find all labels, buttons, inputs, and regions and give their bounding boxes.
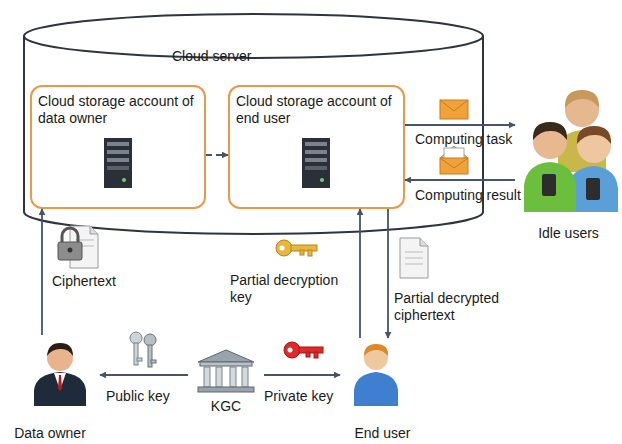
node-label: End user: [320, 425, 445, 442]
node-label: Cloud storage account of data owner: [38, 93, 200, 127]
locked-document-icon: [58, 226, 98, 268]
node-label: Idle users: [495, 225, 622, 242]
server-icon: [302, 138, 330, 188]
cylinder-body: [24, 36, 483, 234]
edge-label: Computing result: [415, 187, 521, 204]
private-key-icon: [284, 342, 323, 358]
flow-arrow: [206, 154, 228, 156]
storage-account-box: Cloud storage account of data owner: [30, 85, 206, 209]
edge-label: Computing task: [415, 131, 512, 148]
flow-arrow: [405, 124, 515, 126]
node-label: Cloud storage account of end user: [236, 93, 398, 127]
end-user-figure: [354, 344, 398, 406]
server-icon: [104, 138, 132, 188]
flow-arrow: [387, 209, 389, 338]
keys-icon: [130, 332, 156, 367]
edge-label: Partial decrypted ciphertext: [394, 290, 514, 324]
open-envelope-icon: [440, 146, 468, 174]
edge-label: Private key: [264, 388, 333, 405]
flow-arrow: [405, 179, 515, 181]
edge-label: Partial decryption key: [230, 272, 358, 306]
data-owner-node: Data owner: [0, 335, 100, 444]
cylinder-top: [24, 14, 483, 58]
idle-users-figure: [524, 90, 618, 212]
node-label: Cloud server: [172, 48, 251, 65]
document-icon: [400, 238, 428, 278]
envelope-icon: [440, 100, 468, 119]
edge-label: Ciphertext: [52, 273, 116, 290]
kgc-building: [198, 350, 254, 392]
idle-users-node: Idle users: [515, 58, 622, 246]
storage-account-box: Cloud storage account of end user: [228, 85, 405, 209]
data-owner-figure: [34, 343, 86, 406]
edge-label: Public key: [106, 388, 170, 405]
key-icon: [276, 240, 317, 256]
node-label: Data owner: [0, 425, 120, 442]
flow-arrow: [359, 209, 361, 338]
flow-arrow: [41, 209, 43, 335]
flow-arrow: [264, 374, 340, 376]
end-user-node: End user: [340, 338, 425, 444]
flow-arrow: [100, 374, 188, 376]
kgc-node: KGC: [188, 345, 264, 415]
